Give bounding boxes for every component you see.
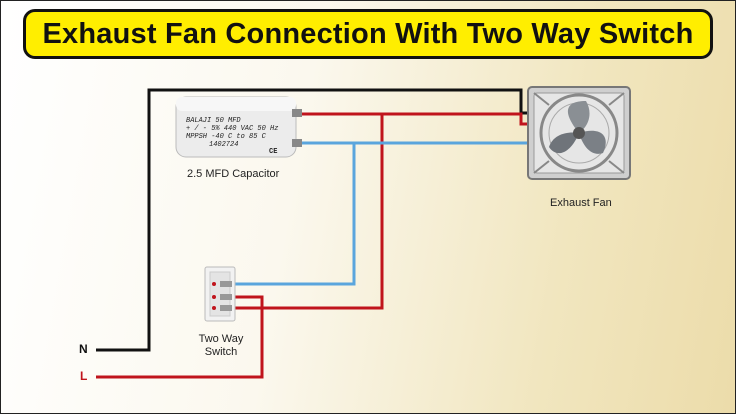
fan-blade <box>579 130 606 154</box>
capacitor-label: 2.5 MFD Capacitor <box>187 168 280 180</box>
switch-label-line1: Two Way <box>198 333 244 345</box>
switch-label: Two Way Switch <box>181 333 261 359</box>
capacitor-print-line: 1402724 <box>209 141 238 149</box>
capacitor-wire <box>232 141 356 286</box>
title-banner: Exhaust Fan Connection With Two Way Swit… <box>23 9 713 59</box>
neutral-wire <box>96 88 533 352</box>
line-wire <box>96 295 264 379</box>
neutral-terminal-label: N <box>79 342 88 356</box>
capacitor-print-line: BALAJI 50 MFD <box>186 117 241 125</box>
capacitor: BALAJI 50 MFD + / - 5% 440 VAC 50 Hz MPP… <box>175 96 302 158</box>
ce-mark: CE <box>269 148 277 156</box>
fan-blade <box>549 132 579 154</box>
exhaust-fan <box>527 86 631 180</box>
switch-label-line2: Switch <box>204 346 238 358</box>
fan-blade <box>567 101 590 133</box>
fan-live-wire <box>232 112 533 310</box>
page-title: Exhaust Fan Connection With Two Way Swit… <box>42 17 694 50</box>
line-terminal-label: L <box>80 369 88 383</box>
two-way-switch <box>204 266 236 322</box>
capacitor-print-line: MPPSH -40 C to 85 C <box>186 133 267 141</box>
fan-label: Exhaust Fan <box>550 197 612 209</box>
capacitor-print-line: + / - 5% 440 VAC 50 Hz <box>186 125 278 133</box>
